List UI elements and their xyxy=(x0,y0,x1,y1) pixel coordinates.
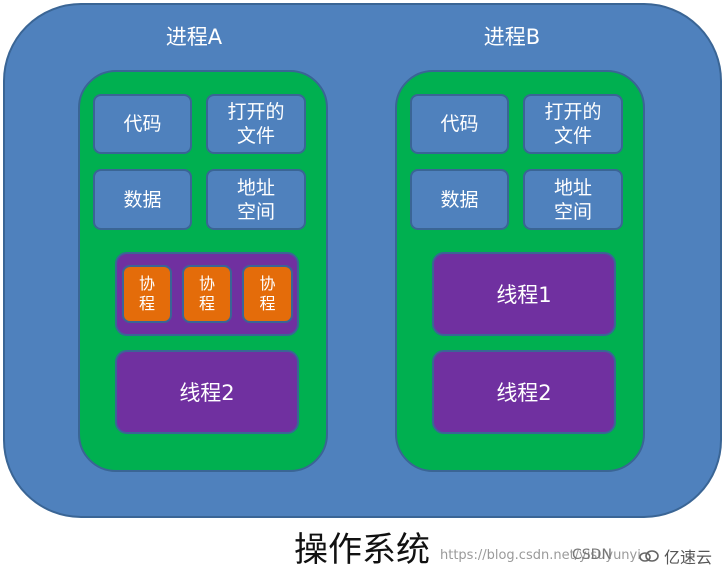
process-b-data: 数据 xyxy=(410,169,509,230)
process-b-title: 进程B xyxy=(483,25,541,49)
watermark-url: https://blog.csdn.net/yisuyunyi xyxy=(440,548,641,563)
process-a-title: 进程A xyxy=(165,25,223,49)
process-a-data: 数据 xyxy=(93,169,192,230)
coroutine-1: 协 程 xyxy=(122,265,172,323)
watermark-brand-text: 亿速云 xyxy=(664,548,713,567)
watermark-brand: 亿速云 xyxy=(638,544,712,568)
os-label: 操作系统 xyxy=(294,530,430,570)
cloud-logo-icon xyxy=(639,550,659,562)
process-b-thread2: 线程2 xyxy=(432,350,616,434)
process-b-code: 代码 xyxy=(410,94,509,154)
process-a-address-space: 地址 空间 xyxy=(206,169,306,230)
process-a-code: 代码 xyxy=(93,94,192,154)
process-a-open-files: 打开的 文件 xyxy=(206,94,306,154)
process-b-address-space: 地址 空间 xyxy=(523,169,623,230)
watermark-csdn: CSDN xyxy=(572,547,612,563)
process-b-thread1: 线程1 xyxy=(432,252,616,336)
process-a-thread2: 线程2 xyxy=(115,350,299,434)
coroutine-3: 协 程 xyxy=(242,265,293,323)
coroutine-2: 协 程 xyxy=(182,265,232,323)
process-b-open-files: 打开的 文件 xyxy=(523,94,623,154)
